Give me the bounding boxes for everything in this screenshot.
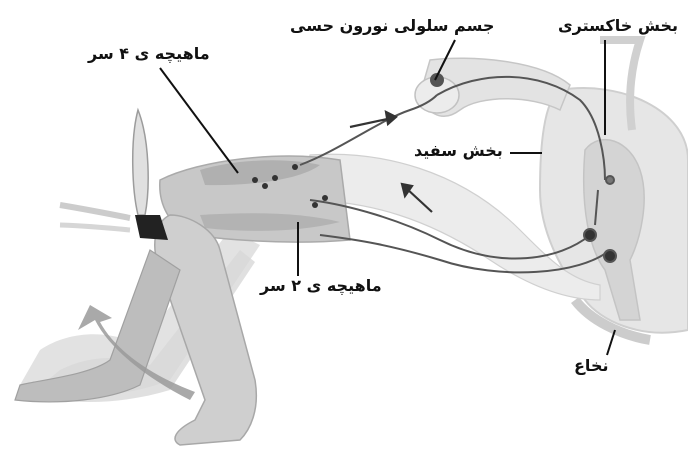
label-biceps: ماهیچه ی ۲ سر: [260, 278, 382, 294]
pointer-quadriceps: [160, 68, 238, 173]
label-sensory-neuron-cell-body: جسم سلولی نورون حسی: [290, 18, 494, 34]
dorsal-root: [415, 58, 570, 116]
label-quadriceps: ماهیچه ی ۴ سر: [88, 46, 210, 62]
label-spinal-cord: نخاع: [574, 358, 608, 374]
reflex-hammer: [60, 110, 168, 240]
label-gray-matter: بخش خاکستری: [558, 18, 678, 34]
label-white-matter: بخش سفید: [414, 143, 503, 159]
pointer-spinal-cord: [607, 330, 615, 355]
